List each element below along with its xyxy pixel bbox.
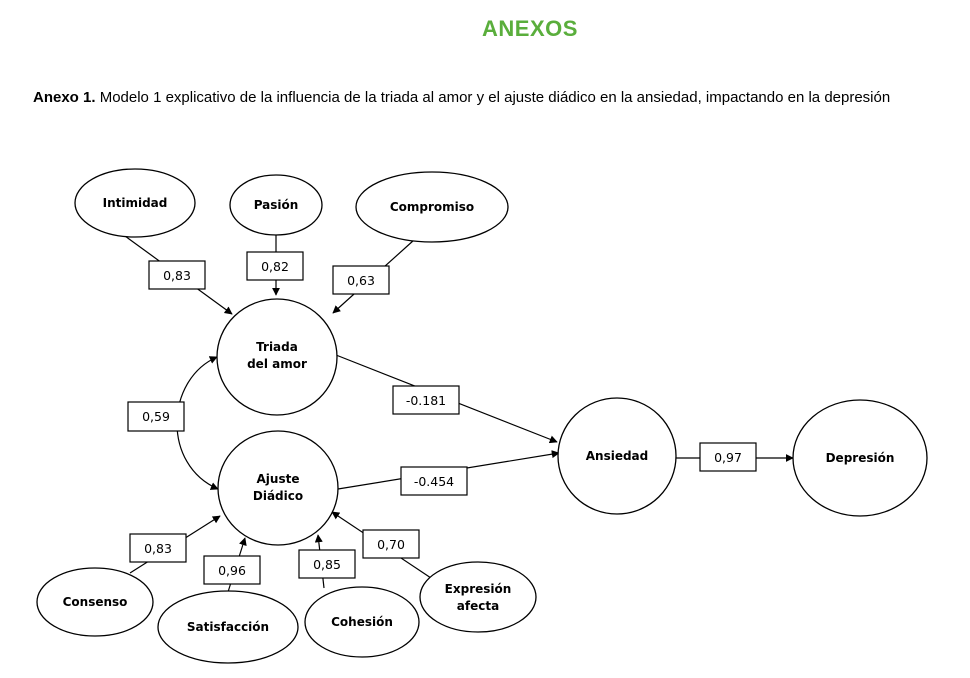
node-labels: Intimidad Pasión Compromiso Triada del a…	[63, 196, 895, 634]
label-cohesion: Cohesión	[331, 615, 393, 629]
caption-prefix: Anexo 1.	[33, 89, 96, 106]
node-ajuste	[217, 430, 339, 546]
caption-text: Modelo 1 explicativo de la influencia de…	[99, 89, 891, 106]
label-ansiedad: Ansiedad	[586, 449, 649, 463]
page-title: ANEXOS	[482, 16, 578, 41]
coef-intimidad-triada: 0,83	[163, 268, 191, 283]
coef-box-cohesion-ajuste	[298, 549, 356, 579]
label-consenso: Consenso	[63, 595, 128, 609]
coef-box-intimidad-triada	[148, 260, 206, 290]
coefficient-boxes	[127, 251, 757, 585]
coef-box-compromiso-triada	[332, 265, 390, 295]
node-triada	[216, 298, 338, 416]
coef-triada-ansiedad: -0.181	[406, 393, 446, 408]
label-satisfaccion: Satisfacción	[187, 620, 269, 634]
coef-cohesion-ajuste: 0,85	[313, 557, 341, 572]
label-triada-line2: del amor	[247, 357, 307, 371]
coef-box-ansiedad-depresion	[699, 442, 757, 472]
node-consenso	[36, 567, 154, 637]
coef-box-consenso-ajuste	[129, 533, 187, 563]
label-expresion-line2: afecta	[457, 599, 499, 613]
label-pasion: Pasión	[254, 198, 299, 212]
label-compromiso: Compromiso	[390, 200, 474, 214]
label-depresion: Depresión	[826, 451, 895, 465]
node-cohesion	[304, 586, 420, 658]
coef-box-satisfaccion-ajuste	[203, 555, 261, 585]
coef-ansiedad-depresion: 0,97	[714, 450, 742, 465]
figure-caption: Anexo 1. Modelo 1 explicativo de la infl…	[33, 89, 890, 106]
nodes	[36, 168, 928, 664]
node-pasion	[229, 174, 323, 236]
coef-consenso-ajuste: 0,83	[144, 541, 172, 556]
node-compromiso	[355, 171, 509, 243]
coef-expresion-ajuste: 0,70	[377, 537, 405, 552]
label-triada-line1: Triada	[256, 340, 298, 354]
coef-box-ajuste-ansiedad	[400, 466, 468, 496]
node-ansiedad	[557, 397, 677, 515]
label-ajuste-line2: Diádico	[253, 489, 303, 503]
label-intimidad: Intimidad	[103, 196, 168, 210]
coefficient-labels: 0,83 0,82 0,63 0,59 -0.181 -0.454 0,97 0…	[142, 259, 742, 578]
coef-box-triada-ansiedad	[392, 385, 460, 415]
coef-box-pasion-triada	[246, 251, 304, 281]
coef-triada-ajuste: 0,59	[142, 409, 170, 424]
coef-box-triada-ajuste	[127, 401, 185, 432]
node-intimidad	[74, 168, 196, 238]
coef-compromiso-triada: 0,63	[347, 273, 375, 288]
label-expresion-line1: Expresión	[445, 582, 512, 596]
coef-pasion-triada: 0,82	[261, 259, 289, 274]
node-depresion	[792, 399, 928, 517]
label-ajuste-line1: Ajuste	[257, 472, 300, 486]
node-satisfaccion	[157, 590, 299, 664]
coef-ajuste-ansiedad: -0.454	[414, 474, 454, 489]
node-expresion	[419, 561, 537, 633]
coef-box-expresion-ajuste	[362, 529, 420, 559]
coef-satisfaccion-ajuste: 0,96	[218, 563, 246, 578]
